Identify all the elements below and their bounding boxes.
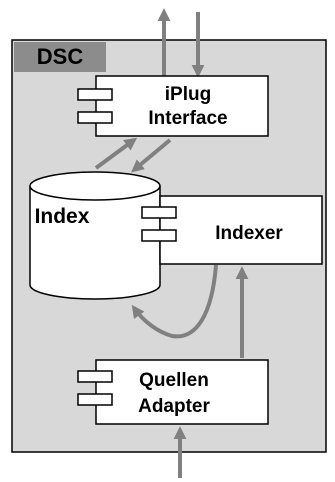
adapter-label-line2: Adapter — [138, 396, 210, 417]
component-icon-tab-top — [141, 206, 177, 219]
arrow-indexer-to-index — [131, 264, 218, 339]
external-arrows — [157, 8, 205, 80]
arrow-iplug-to-index — [131, 138, 172, 173]
index-database: Index — [29, 171, 161, 300]
index-label: Index — [35, 205, 90, 228]
component-icon-tab-bottom — [77, 111, 113, 124]
component-icon-tab-bottom — [141, 229, 177, 242]
iplug-label-line2: Interface — [148, 108, 227, 129]
iplug-interface-component: iPlug Interface — [77, 75, 269, 137]
component-icon-tab-bottom — [77, 393, 113, 406]
adapter-label-line1: Quellen — [139, 370, 209, 391]
component-icon-tab-top — [77, 88, 113, 101]
dsc-label: DSC — [37, 44, 84, 69]
arrow-index-to-iplug — [94, 137, 138, 170]
indexer-component: Indexer — [141, 195, 323, 265]
dsc-label-tab — [14, 42, 106, 72]
quellen-adapter-component: Quellen Adapter — [77, 359, 269, 425]
component-icon-tab-top — [77, 370, 113, 383]
iplug-label-line1: iPlug — [165, 84, 211, 105]
index-iplug-arrows — [94, 137, 172, 173]
indexer-label: Indexer — [215, 223, 283, 244]
